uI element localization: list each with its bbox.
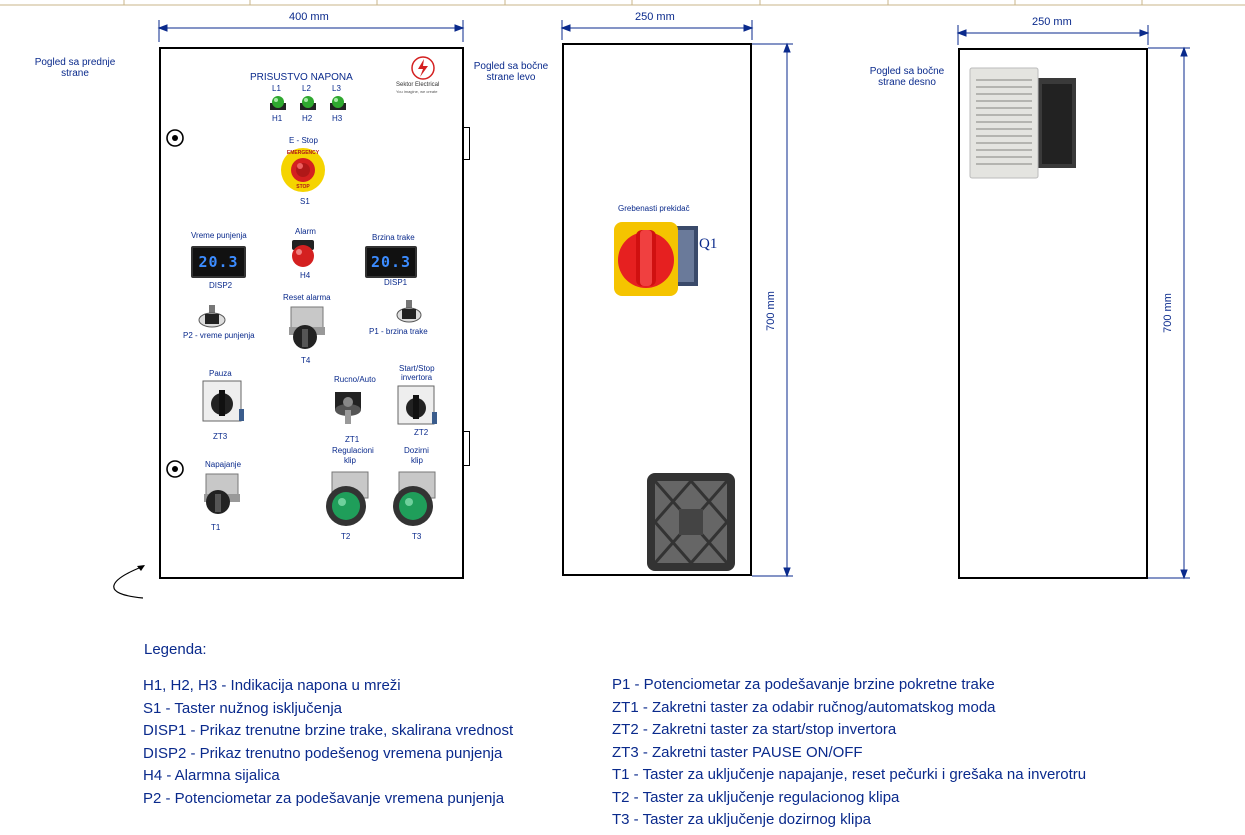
legend-right-item: T3 - Taster za uključenje dozirnog klipa [612, 811, 872, 828]
start-stop-title-1: Start/Stop [399, 364, 435, 373]
lamp-tag-h3: H3 [332, 114, 343, 123]
legend-left-column: H1, H2, H3 - Indikacija napona u mreži S… [143, 675, 513, 810]
legend-right-item: P1 - Potenciometar za podešavanje brzine… [612, 676, 995, 693]
filter-grille-icon [647, 473, 735, 571]
p2-potentiometer-knob[interactable] [197, 303, 229, 331]
legend-right-item: ZT3 - Zakretni taster PAUSE ON/OFF [612, 743, 863, 761]
disp2-display: 20.3 [191, 246, 246, 278]
legend-right-item: T1 - Taster za uključenje napajanje, res… [612, 766, 1087, 783]
regulacioni-title-2: klip [344, 456, 357, 465]
right-view-caption: Pogled sa bočne strane desno [869, 66, 945, 88]
lamp-h3-icon [330, 96, 346, 110]
front-view-caption: Pogled sa prednje strane [34, 57, 116, 79]
legend-right-item: ZT2 - Zakretni taster za start/stop inve… [612, 721, 897, 738]
p1-potentiometer-knob[interactable] [394, 298, 424, 326]
reset-alarm-button[interactable] [285, 305, 327, 351]
alarm-title: Alarm [295, 227, 316, 236]
lamp-h2-icon [300, 96, 316, 110]
t2-tag: T2 [341, 532, 351, 541]
hinge-bottom [463, 431, 470, 466]
legend-right-item: ZT1 - Zakretni taster za odabir ručnog/a… [612, 698, 996, 716]
pauza-title: Pauza [209, 369, 232, 378]
legend-left-item: H4 - Alarmna sijalica [143, 767, 280, 784]
top-grid-strip [0, 0, 1245, 6]
right-width-dim: 250 mm [1032, 16, 1072, 28]
estop-text-top: EMERGENCY [286, 150, 320, 156]
legend-right-item: T2 - Taster za uključenje regulacionog k… [612, 788, 900, 806]
rucno-auto-title: Rucno/Auto [334, 375, 376, 384]
reset-alarm-tag: T4 [301, 356, 311, 365]
legend-title: Legenda: [144, 641, 207, 658]
cam-switch-title: Grebenasti prekidač [618, 204, 690, 213]
dimension-lines [113, 20, 1190, 599]
lamp-phase-l3: L3 [332, 84, 341, 93]
voltage-presence-title: PRISUSTVO NAPONA [250, 72, 353, 83]
reset-alarm-title: Reset alarma [283, 293, 331, 302]
alarm-lamp-icon [292, 240, 314, 267]
fan-filter-icon [969, 67, 1076, 179]
logo-tagline: You imagine, we create [396, 89, 438, 94]
legend-left-item: P2 - Potenciometar za podešavanje vremen… [143, 789, 505, 807]
hinge-top [463, 127, 470, 160]
zt1-tag: ZT1 [345, 435, 360, 444]
start-stop-title-2: invertora [401, 373, 433, 382]
legend-left-item: S1 - Taster nužnog isključenja [143, 699, 342, 717]
zt3-selector-switch[interactable] [201, 379, 245, 425]
disp1-value: 20.3 [370, 253, 412, 271]
estop-text-bottom: STOP [296, 184, 310, 190]
left-view-caption: Pogled sa bočne strane levo [473, 61, 549, 83]
zt3-tag: ZT3 [213, 432, 228, 441]
disp2-tag: DISP2 [209, 281, 233, 290]
disp2-value: 20.3 [198, 253, 239, 271]
disp1-display: 20.3 [365, 246, 417, 278]
t1-tag: T1 [211, 523, 221, 532]
zt2-selector-switch[interactable] [396, 384, 438, 428]
zt1-key-switch[interactable] [331, 388, 365, 428]
alarm-tag: H4 [300, 271, 311, 280]
q1-tag: Q1 [699, 236, 718, 252]
zt2-tag: ZT2 [414, 428, 429, 437]
disp2-title: Vreme punjenja [191, 231, 247, 240]
t3-green-button[interactable] [389, 470, 441, 528]
estop-title: E - Stop [289, 136, 318, 145]
t3-tag: T3 [412, 532, 422, 541]
napajanje-title: Napajanje [205, 460, 242, 469]
emergency-stop-button[interactable] [280, 147, 326, 193]
dozirni-title-2: klip [411, 456, 424, 465]
legend-left-item: DISP1 - Prikaz trenutne brzine trake, sk… [143, 722, 514, 739]
logo-name: Sektor Electrical [396, 82, 440, 88]
lock-bottom-icon[interactable] [165, 459, 185, 479]
sektor-logo-icon [411, 56, 435, 80]
t1-power-button[interactable] [198, 472, 242, 518]
disp1-tag: DISP1 [384, 278, 408, 287]
legend-left-item: DISP2 - Prikaz trenutno podešenog vremen… [143, 744, 503, 762]
lamp-phase-l1: L1 [272, 84, 281, 93]
regulacioni-title-1: Regulacioni [332, 446, 374, 455]
q1-cam-switch[interactable] [610, 218, 700, 302]
right-height-dim: 700 mm [1161, 293, 1174, 333]
dozirni-title-1: Dozirni [404, 446, 429, 455]
estop-tag: S1 [300, 197, 310, 206]
lock-top-icon[interactable] [165, 128, 185, 148]
p1-label: P1 - brzina trake [369, 327, 428, 336]
legend-right-column: P1 - Potenciometar za podešavanje brzine… [612, 674, 1086, 832]
t2-green-button[interactable] [322, 470, 374, 528]
lamp-h1-icon [270, 96, 286, 110]
front-width-dim: 400 mm [289, 11, 329, 23]
lamp-tag-h2: H2 [302, 114, 313, 123]
lamp-phase-l2: L2 [302, 84, 311, 93]
legend-left-item: H1, H2, H3 - Indikacija napona u mreži [143, 677, 401, 694]
disp1-title: Brzina trake [372, 233, 415, 242]
p2-label: P2 - vreme punjenja [183, 331, 255, 340]
left-height-dim: 700 mm [764, 291, 777, 331]
left-width-dim: 250 mm [635, 11, 675, 23]
lamp-tag-h1: H1 [272, 114, 283, 123]
